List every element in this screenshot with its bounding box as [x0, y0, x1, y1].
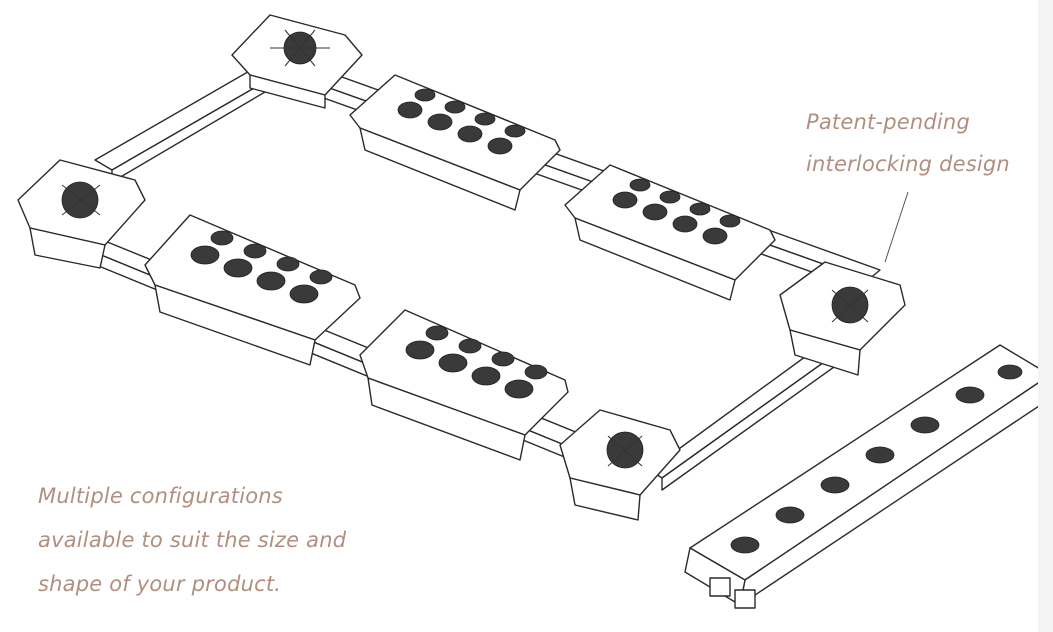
caption-interlocking-design: Patent-pending interlocking design [806, 101, 1010, 185]
corner-tray-left [17, 159, 146, 269]
caption-line: Multiple configurations [38, 484, 283, 508]
standalone-tray-strip [684, 344, 1051, 609]
caption-line: Patent-pending [806, 110, 970, 134]
long-tray-left [144, 214, 361, 366]
long-tray-bottom [359, 309, 569, 461]
long-tray-top [349, 74, 561, 211]
long-tray-right [564, 164, 776, 301]
right-edge-strip [1038, 0, 1053, 632]
caption-line: shape of your product. [38, 572, 282, 596]
caption-line: available to suit the size and [38, 528, 347, 552]
caption-line: interlocking design [806, 152, 1010, 176]
corner-tray-bottom [559, 409, 681, 521]
caption-multiple-configurations: Multiple configurations available to sui… [38, 474, 346, 606]
caption-leader-line [884, 191, 909, 263]
corner-tray-top [231, 14, 363, 109]
corner-tray-right [779, 261, 906, 376]
